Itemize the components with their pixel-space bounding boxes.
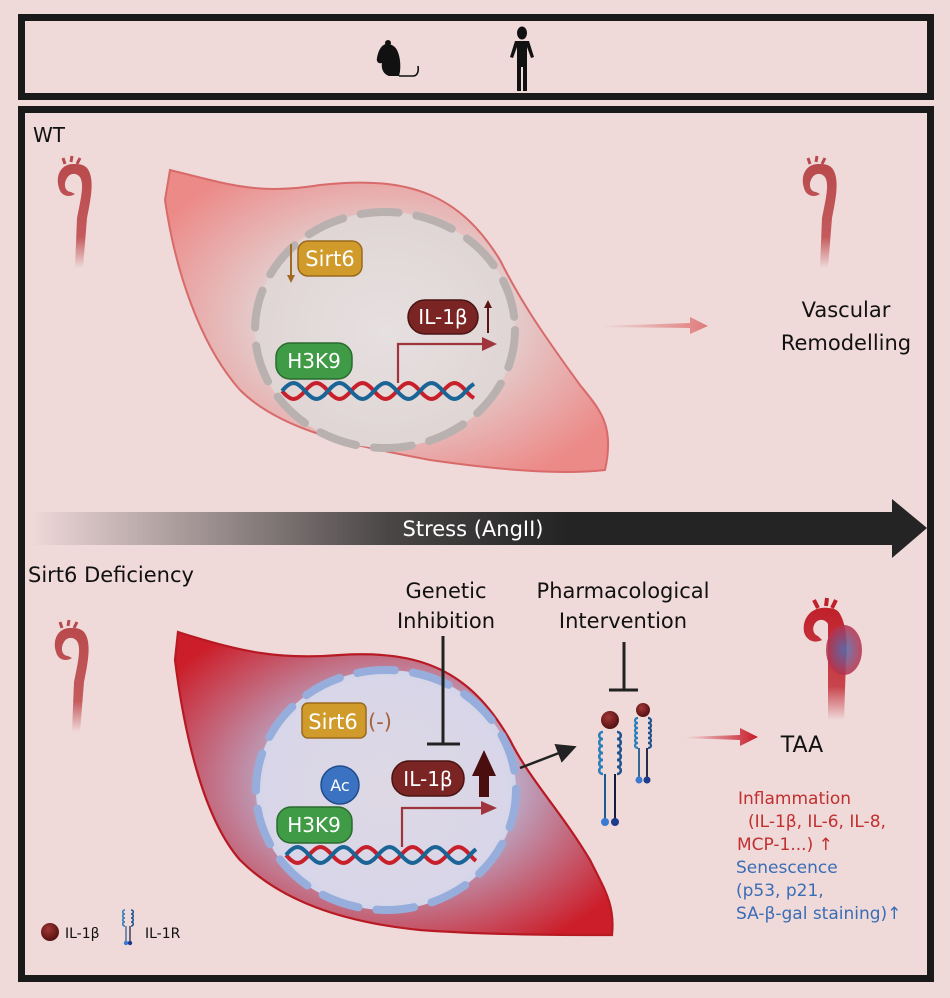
il1b-ligand-icon [636, 703, 650, 717]
species-panel [18, 14, 934, 100]
inflammation-line3: MCP-1...) ↑ [737, 835, 833, 855]
legend-il1r-label: IL-1R [145, 926, 181, 942]
wt-sirt6-label: Sirt6 [305, 247, 354, 271]
def-h3k9-badge [276, 806, 353, 844]
wt-il1b-badge [407, 299, 479, 335]
def-il1b-badge [391, 760, 465, 797]
senescence-line2: (p53, p21, [736, 881, 824, 901]
wt-h3k9-badge [275, 342, 353, 380]
wt-il1b-label: IL-1β [418, 305, 467, 329]
genetic-inhibition-line1: Genetic [405, 579, 486, 603]
wt-h3k9-label: H3K9 [287, 349, 341, 373]
secretion-arrow [519, 744, 577, 770]
def-transcription-arrow [400, 806, 483, 847]
genetic-inhibition-line2: Inhibition [397, 609, 495, 633]
wt-sirt6-badge [297, 240, 363, 277]
acetyl-label: Ac [330, 776, 349, 795]
inflammation-line2: (IL-1β, IL-6, IL-8, [748, 812, 886, 832]
def-dna-icon [284, 844, 478, 866]
legend-il1r-icon [121, 909, 135, 946]
acetyl-badge [320, 765, 360, 805]
human-icon [510, 26, 534, 91]
legend: IL-1β IL-1R [41, 909, 181, 946]
wt-dna-icon [280, 380, 476, 402]
aorta-icon [57, 155, 92, 268]
il1b-strong-up-arrow-icon [472, 750, 496, 797]
taa-aorta-icon [803, 597, 862, 720]
wt-transcription-arrow [396, 342, 484, 383]
def-sirt6-badge [301, 702, 367, 739]
wt-nuclear-membrane [251, 208, 519, 452]
mouse-icon [376, 40, 420, 77]
genetic-inhibition-blocker [427, 636, 460, 746]
def-il1b-label: IL-1β [403, 767, 452, 791]
deficient-nuclear-membrane [252, 666, 520, 914]
senescence-line1: Senescence [736, 858, 838, 878]
il1r-receptor-icon [597, 711, 623, 826]
aorta-icon [54, 619, 89, 732]
stress-arrow [30, 499, 927, 558]
vascular-remodelling-line1: Vascular [802, 298, 891, 322]
vascular-remodelling-line2: Remodelling [781, 331, 911, 355]
pharma-intervention-line2: Intervention [559, 609, 687, 633]
aorta-icon [802, 155, 837, 268]
def-sirt6-label: Sirt6 [308, 710, 357, 734]
deficiency-title: Sirt6 Deficiency [28, 563, 194, 587]
il1b-ligand-icon [601, 711, 619, 729]
senescence-line3: SA-β-gal staining)↑ [736, 904, 901, 924]
pharma-intervention-blocker [609, 642, 638, 692]
pharma-intervention-line1: Pharmacological [537, 579, 710, 603]
def-outcome-arrow [685, 728, 758, 746]
taa-label: TAA [780, 733, 823, 758]
def-h3k9-label: H3K9 [287, 813, 341, 837]
def-sirt6-status: (-) [368, 710, 392, 734]
il1r-receptor-icon [633, 703, 653, 784]
wt-title: WT [33, 123, 66, 147]
wt-outcome-arrow [600, 317, 708, 334]
inflammation-line1: Inflammation [738, 789, 851, 809]
legend-il1b-label: IL-1β [65, 926, 100, 942]
stress-label: Stress (AngII) [403, 517, 544, 541]
legend-il1b-icon [41, 923, 59, 941]
